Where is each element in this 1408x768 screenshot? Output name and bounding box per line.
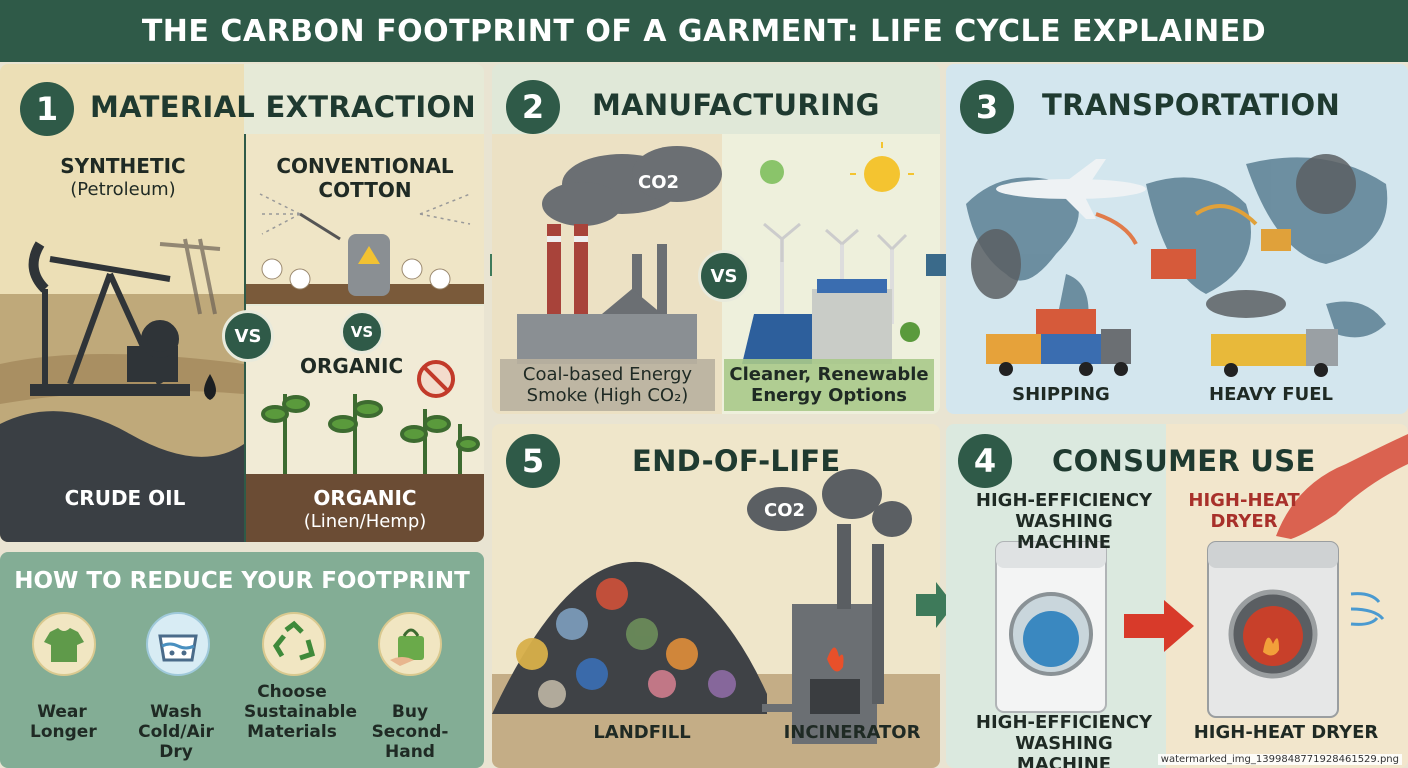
end-of-life-illustration [492, 469, 940, 768]
panel-end-of-life: 5 END-OF-LIFE CO2 LANDFILL INCINERATOR [492, 424, 940, 768]
vs-badge-synthetic: VS [222, 310, 274, 362]
panel-consumer-use: 4 CONSUMER USE HIGH-EFFICIENCY WASHING M… [946, 424, 1408, 768]
heat-plume-icon [1276, 434, 1408, 539]
step-number-2: 2 [506, 80, 560, 134]
heavy-fuel-label: HEAVY FUEL [1209, 384, 1333, 405]
organic-seedlings-icon [261, 394, 480, 474]
stage-title-transportation: TRANSPORTATION [1042, 88, 1341, 122]
header-banner: THE CARBON FOOTPRINT OF A GARMENT: LIFE … [0, 0, 1408, 62]
conventional-cotton-label: CONVENTIONAL COTTON [276, 154, 454, 202]
washer-bottom-label: HIGH-EFFICIENCY WASHING MACHINE [975, 712, 1153, 768]
coal-caption-line2: Smoke (High CO₂) [526, 385, 689, 406]
tip-label-sustainable: Choose Sustainable Materials [244, 682, 357, 742]
stage-title-material-extraction: MATERIAL EXTRACTION [90, 90, 476, 124]
reduce-title: HOW TO REDUCE YOUR FOOTPRINT [14, 568, 470, 594]
pumpjack-icon [28, 241, 179, 394]
air-flow-icon [1350, 592, 1385, 626]
exhaust-smoke-icon [971, 154, 1356, 318]
tip-label-second-hand: Buy Second-Hand [371, 702, 449, 762]
coal-energy-caption: Coal-based Energy Smoke (High CO₂) [500, 364, 715, 406]
tip-label-wear-longer: Wear Longer [30, 702, 97, 742]
organic-bottom-label: ORGANIC (Linen/Hemp) [270, 486, 460, 534]
fuel-truck-icon [1211, 329, 1338, 377]
stage-title-consumer-use: CONSUMER USE [1052, 444, 1316, 478]
landfill-label: LANDFILL [593, 722, 691, 743]
step-number-3: 3 [960, 80, 1014, 134]
crude-oil-label: CRUDE OIL [64, 486, 186, 510]
coal-caption-line1: Coal-based Energy [522, 364, 693, 385]
coal-factory-icon [517, 224, 697, 364]
stage-title-manufacturing: MANUFACTURING [592, 88, 880, 122]
renewable-caption-line1: Cleaner, Renewable [729, 364, 929, 385]
heat-arrow-icon [1124, 600, 1194, 652]
panel-transportation: 3 TRANSPORTATION SHIPPING HEAVY FUEL [946, 64, 1408, 414]
step-number-5: 5 [506, 434, 560, 488]
renewable-energy-caption: Cleaner, Renewable Energy Options [724, 364, 934, 406]
incinerator-icon [762, 524, 884, 744]
incinerator-smoke-icon [747, 469, 912, 537]
landfill-pile-icon [492, 561, 767, 714]
recycle-icon [262, 612, 326, 676]
renewable-caption-line2: Energy Options [751, 385, 907, 406]
shipping-label: SHIPPING [1012, 384, 1110, 405]
dryer-bottom-label: HIGH-HEAT DRYER [1193, 722, 1379, 743]
organic-bottom-subtitle: (Linen/Hemp) [303, 511, 427, 532]
shopping-bag-icon [378, 612, 442, 676]
synthetic-title: SYNTHETIC [60, 154, 186, 178]
step-number-1: 1 [20, 82, 74, 136]
material-extraction-illustration [0, 64, 484, 542]
airplane-icon [996, 159, 1146, 219]
synthetic-subtitle: (Petroleum) [70, 179, 176, 200]
pesticide-sprayer-icon [299, 212, 390, 296]
renewable-energy-icon [742, 142, 920, 364]
transportation-illustration [966, 154, 1388, 377]
manufacturing-illustration [492, 134, 940, 414]
smoke-cloud-icon [542, 146, 722, 226]
incinerator-label: INCINERATOR [783, 722, 921, 743]
panel-material-extraction: 1 MATERIAL EXTRACTION SYNTHETIC (Petrole… [0, 64, 484, 542]
panel-reduce-footprint: HOW TO REDUCE YOUR FOOTPRINT Wear Longer… [0, 552, 484, 768]
organic-bottom-title: ORGANIC [313, 486, 417, 510]
step-number-4: 4 [958, 434, 1012, 488]
consumer-use-illustration [995, 424, 1408, 768]
flow-arrow-4-to-5 [916, 582, 954, 628]
panel-manufacturing: 2 MANUFACTURING CO2 VS Coal-based Energy… [492, 64, 940, 414]
wash-basin-icon [146, 612, 210, 676]
page-title: THE CARBON FOOTPRINT OF A GARMENT: LIFE … [141, 13, 1267, 49]
co2-incinerator-label: CO2 [764, 500, 806, 521]
tshirt-icon [32, 612, 96, 676]
container-truck-icon [986, 309, 1131, 376]
watermark-text: watermarked_img_1399848771928461529.png [1157, 754, 1402, 765]
tip-label-wash-cold: Wash Cold/Air Dry [138, 702, 214, 762]
dryer-icon [1207, 541, 1339, 718]
co2-cloud-label: CO2 [638, 172, 680, 193]
no-pesticide-icon [417, 360, 455, 398]
washer-top-label: HIGH-EFFICIENCY WASHING MACHINE [975, 490, 1153, 553]
dryer-top-label: HIGH-HEAT DRYER [1188, 490, 1300, 532]
stage-title-end-of-life: END-OF-LIFE [632, 444, 841, 478]
organic-top-label: ORGANIC [300, 354, 404, 378]
oil-drop-icon [204, 374, 216, 400]
washing-machine-icon [995, 541, 1107, 713]
synthetic-label: SYNTHETIC (Petroleum) [28, 154, 218, 202]
vs-badge-manufacturing: VS [698, 250, 750, 302]
cotton-plants-icon [261, 258, 451, 290]
vs-badge-organic: VS [340, 310, 384, 354]
